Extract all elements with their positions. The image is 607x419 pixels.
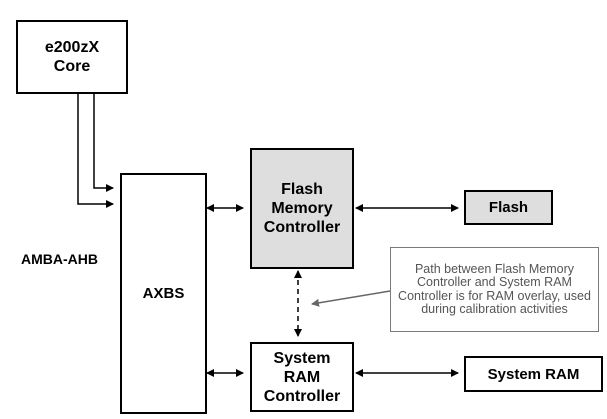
core-block: e200zX Core	[16, 20, 128, 94]
flash-label: Flash	[488, 199, 529, 216]
sram-controller-label: System RAM Controller	[263, 349, 341, 405]
core-to-axbs-path-outer	[77, 94, 114, 208]
flash-controller-block: Flash Memory Controller	[250, 148, 354, 269]
axbs-label: AXBS	[142, 285, 185, 302]
sram-block: System RAM	[464, 356, 603, 392]
core-to-axbs-path-inner	[93, 94, 114, 192]
bus-label: AMBA-AHB	[21, 251, 98, 267]
flash-block: Flash	[464, 190, 553, 225]
sram-controller-block: System RAM Controller	[250, 342, 354, 412]
flash-controller-label: Flash Memory Controller	[263, 181, 341, 236]
overlay-note: Path between Flash Memory Controller and…	[390, 247, 599, 332]
sram-label: System RAM	[487, 365, 580, 383]
note-pointer-arrow	[311, 290, 391, 307]
overlay-note-text: Path between Flash Memory Controller and…	[398, 261, 591, 316]
core-label: e200zX Core	[44, 39, 100, 75]
axbs-block: AXBS	[120, 173, 207, 414]
